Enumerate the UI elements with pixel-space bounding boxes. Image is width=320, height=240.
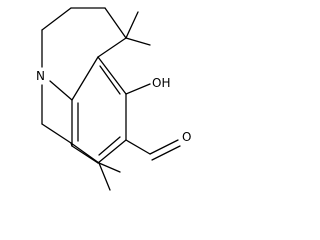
bond [70,142,100,164]
bond [149,139,179,155]
hydroxyl-label: OH [152,76,170,90]
bond [125,37,151,46]
bond [151,145,181,161]
nitrogen-atom-label: N [36,69,45,83]
bond [41,7,72,31]
bond [41,123,72,144]
bond [125,139,151,155]
bond [98,136,121,156]
bond [98,162,121,173]
bond [125,11,139,39]
bond [49,80,73,101]
molecule-structure-diagram: N OH O [36,7,191,191]
bond [97,37,127,58]
aldehyde-oxygen-label: O [182,130,191,144]
bond [97,56,127,95]
bond [71,145,99,164]
bond [71,56,99,101]
bond [125,83,151,95]
bond [97,139,127,164]
bond [98,162,111,191]
bond [104,7,127,39]
bond [99,65,121,95]
